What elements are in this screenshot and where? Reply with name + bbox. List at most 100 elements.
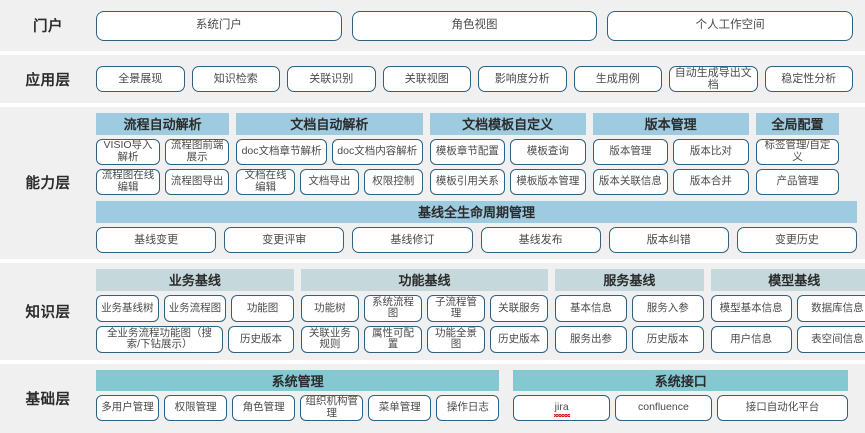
baseline-item-2[interactable]: 基线修订: [352, 226, 473, 253]
capability-item[interactable]: 版本关联信息: [592, 168, 669, 195]
baseline-item-0[interactable]: 基线变更: [96, 226, 217, 253]
foundation-item-jira[interactable]: jira: [513, 394, 611, 421]
capability-item[interactable]: doc文档内容解析: [331, 138, 423, 165]
group-rows-doc-parse: doc文档章节解析 doc文档内容解析 文档在线编辑 文档导出 权限控制: [236, 138, 423, 195]
foundation-item[interactable]: 权限管理: [164, 394, 228, 421]
foundation-item-confluence[interactable]: confluence: [615, 394, 712, 421]
capability-item[interactable]: doc文档章节解析: [236, 138, 327, 165]
baseline-item-4[interactable]: 版本纠错: [608, 226, 729, 253]
application-item-7[interactable]: 稳定性分析: [764, 66, 853, 93]
group-line: 业务基线树 业务流程图 功能图: [96, 294, 294, 322]
application-item-6[interactable]: 自动生成导出文档: [669, 66, 758, 93]
group-rows-service-baseline: 基本信息 服务入参 服务出参 历史版本: [555, 294, 704, 353]
capability-item[interactable]: 产品管理: [755, 168, 840, 195]
group-header-system-interface: 系统接口: [513, 369, 849, 391]
knowledge-item[interactable]: 服务出参: [555, 325, 627, 353]
capability-item[interactable]: 流程图导出: [165, 168, 230, 195]
capability-item[interactable]: 标签管理/自定义: [755, 138, 840, 165]
group-header-version-mgmt: 版本管理: [592, 112, 749, 135]
knowledge-item[interactable]: 数据库信息: [796, 294, 865, 322]
group-header-business-baseline: 业务基线: [96, 268, 294, 291]
foundation-item[interactable]: 操作日志: [436, 394, 500, 421]
baseline-lifecycle-items: 基线变更 变更评审 基线修订 基线发布 版本纠错 变更历史: [96, 226, 858, 253]
knowledge-group-function-baseline: 功能基线 功能树 系统流程图 子流程管理 关联服务 关联业务规则 属性可配置 功…: [300, 268, 549, 354]
knowledge-item[interactable]: 历史版本: [490, 325, 549, 353]
application-item-5[interactable]: 生成用例: [573, 66, 662, 93]
baseline-lifecycle-header: 基线全生命周期管理: [96, 200, 857, 223]
knowledge-item[interactable]: 功能全景图: [427, 325, 486, 353]
capability-group-global-config: 全局配置 标签管理/自定义 产品管理: [755, 112, 840, 195]
foundation-item[interactable]: 组织机构管理: [300, 394, 364, 421]
capability-item[interactable]: 权限控制: [363, 168, 423, 195]
capability-item[interactable]: 模板版本管理: [510, 168, 586, 195]
baseline-item-5[interactable]: 变更历史: [736, 226, 858, 253]
group-line: 模板章节配置 模板查询: [429, 138, 586, 165]
foundation-item[interactable]: 角色管理: [232, 394, 296, 421]
knowledge-item[interactable]: 子流程管理: [427, 294, 486, 322]
group-line: doc文档章节解析 doc文档内容解析: [236, 138, 423, 165]
knowledge-item[interactable]: 用户信息: [710, 325, 792, 353]
knowledge-item[interactable]: 属性可配置: [363, 325, 423, 353]
group-line: 基本信息 服务入参: [555, 294, 704, 322]
group-header-doc-parse: 文档自动解析: [236, 112, 423, 135]
capability-item[interactable]: 文档在线编辑: [236, 168, 295, 195]
knowledge-item[interactable]: 业务流程图: [163, 294, 227, 322]
capability-item[interactable]: 流程图前端展示: [165, 138, 230, 165]
capability-item[interactable]: 模板引用关系: [429, 168, 506, 195]
application-item-3[interactable]: 关联视图: [382, 66, 471, 93]
capability-item[interactable]: 模板章节配置: [429, 138, 506, 165]
capability-item[interactable]: 流程图在线编辑: [96, 168, 161, 195]
group-line: 模型基本信息 数据库信息: [710, 294, 865, 322]
knowledge-group-service-baseline: 服务基线 基本信息 服务入参 服务出参 历史版本: [555, 268, 704, 354]
knowledge-item[interactable]: 基本信息: [555, 294, 627, 322]
knowledge-item[interactable]: 历史版本: [228, 325, 294, 353]
capability-item[interactable]: 版本合并: [673, 168, 749, 195]
group-rows-global-config: 标签管理/自定义 产品管理: [755, 138, 840, 195]
capability-item[interactable]: 版本管理: [592, 138, 669, 165]
application-item-2[interactable]: 关联识别: [287, 66, 376, 93]
knowledge-item[interactable]: 功能树: [300, 294, 359, 322]
portal-item-2[interactable]: 个人工作空间: [607, 10, 854, 41]
group-header-function-baseline: 功能基线: [300, 268, 549, 291]
application-item-1[interactable]: 知识检索: [191, 66, 280, 93]
knowledge-item[interactable]: 全业务流程功能图（搜索/下钻展示）: [96, 325, 224, 353]
capability-item[interactable]: 版本比对: [673, 138, 749, 165]
knowledge-item[interactable]: 服务入参: [631, 294, 704, 322]
layer-knowledge-body: 业务基线 业务基线树 业务流程图 功能图 全业务流程功能图（搜索/下钻展示） 历…: [96, 268, 865, 354]
group-header-global-config: 全局配置: [755, 112, 840, 135]
baseline-item-1[interactable]: 变更评审: [224, 226, 345, 253]
group-line: 服务出参 历史版本: [555, 325, 704, 353]
baseline-item-3[interactable]: 基线发布: [480, 226, 601, 253]
group-header-doc-template: 文档模板自定义: [429, 112, 586, 135]
portal-item-1[interactable]: 角色视图: [351, 10, 598, 41]
foundation-item[interactable]: 多用户管理: [96, 394, 160, 421]
layer-label-capability: 能力层: [25, 176, 71, 193]
knowledge-item[interactable]: 系统流程图: [363, 294, 423, 322]
foundation-item[interactable]: 菜单管理: [368, 394, 432, 421]
knowledge-item[interactable]: 业务基线树: [96, 294, 159, 322]
capability-item[interactable]: 文档导出: [299, 168, 359, 195]
group-rows-business-baseline: 业务基线树 业务流程图 功能图 全业务流程功能图（搜索/下钻展示） 历史版本: [96, 294, 294, 353]
foundation-group-system-interface: 系统接口 jira confluence 接口自动化平台: [513, 369, 849, 427]
layer-portal: 门户 系统门户 角色视图 个人工作空间: [0, 0, 865, 52]
knowledge-item[interactable]: 模型基本信息: [710, 294, 792, 322]
foundation-item-api-platform[interactable]: 接口自动化平台: [716, 394, 849, 421]
group-line: 版本关联信息 版本合并: [592, 168, 749, 195]
group-line: 功能树 系统流程图 子流程管理 关联服务: [300, 294, 549, 322]
group-line: 标签管理/自定义: [755, 138, 840, 165]
application-item-4[interactable]: 影响度分析: [478, 66, 567, 93]
capability-group-version-mgmt: 版本管理 版本管理 版本比对 版本关联信息 版本合并: [592, 112, 749, 195]
knowledge-item[interactable]: 表空间信息: [796, 325, 865, 353]
group-rows-version-mgmt: 版本管理 版本比对 版本关联信息 版本合并: [592, 138, 749, 195]
knowledge-item[interactable]: 关联业务规则: [300, 325, 359, 353]
group-line: 关联业务规则 属性可配置 功能全景图 历史版本: [300, 325, 549, 353]
application-item-0[interactable]: 全景展现: [96, 66, 185, 93]
portal-item-0[interactable]: 系统门户: [96, 10, 342, 41]
knowledge-item[interactable]: 历史版本: [631, 325, 704, 353]
group-rows-model-baseline: 模型基本信息 数据库信息 用户信息 表空间信息: [710, 294, 865, 353]
knowledge-item[interactable]: 关联服务: [490, 294, 549, 322]
capability-item[interactable]: 模板查询: [510, 138, 586, 165]
capability-item[interactable]: VISIO导入解析: [96, 138, 161, 165]
knowledge-item[interactable]: 功能图: [231, 294, 294, 322]
group-rows-doc-template: 模板章节配置 模板查询 模板引用关系 模板版本管理: [429, 138, 586, 195]
